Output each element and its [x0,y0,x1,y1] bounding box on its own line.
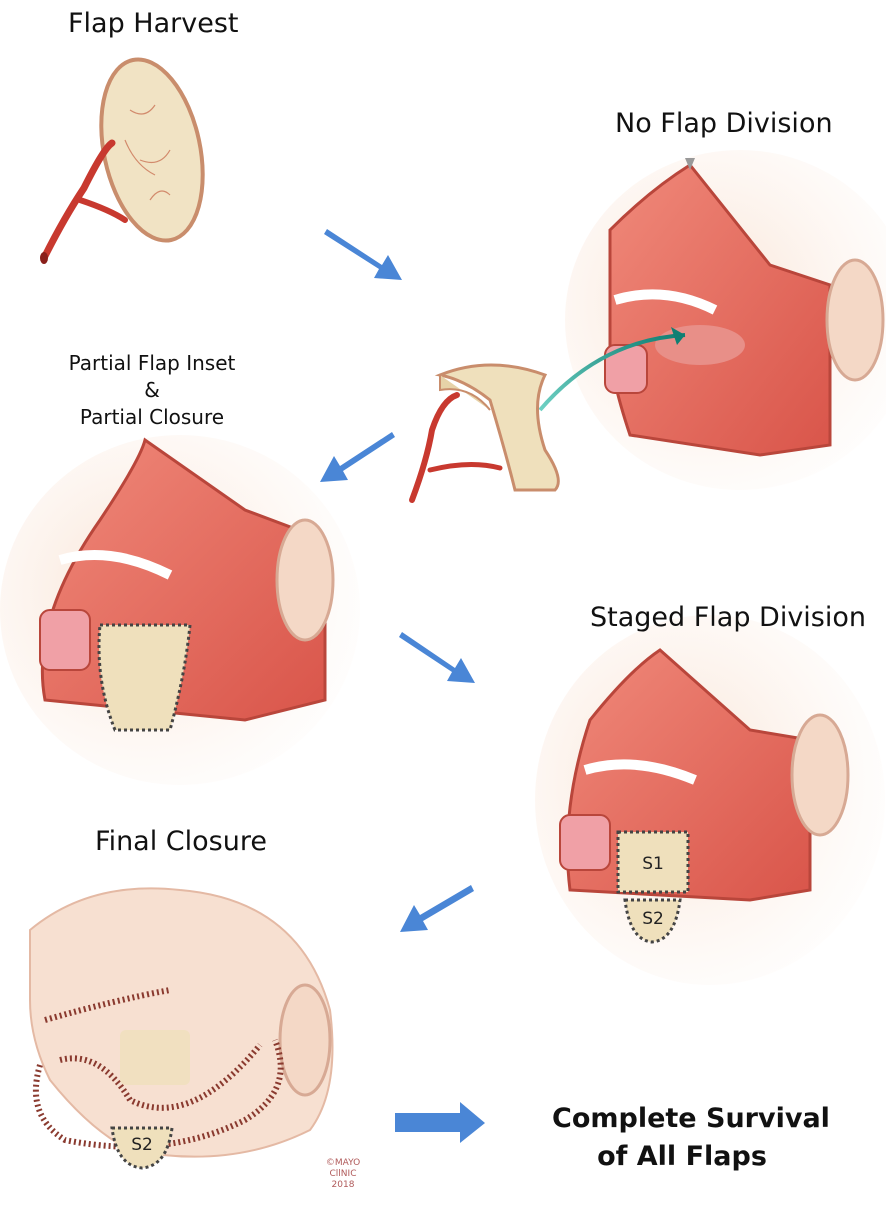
progression-arrows [320,229,485,1143]
face-staged-division-illustration: S1 S2 [535,615,885,985]
face-partial-inset-illustration [0,435,360,785]
copyright-line-2: CllNIC [318,1169,368,1180]
copyright-notice: ©MAYO CllNIC 2018 [318,1158,368,1191]
segment-label-s2-final: S2 [131,1135,153,1155]
face-no-division-illustration [540,150,886,490]
folded-flap-illustration [412,365,558,500]
harvested-flap-illustration [40,50,218,264]
stage-title-staged-flap-division: Staged Flap Division [590,602,866,633]
copyright-line-3: 2018 [318,1180,368,1191]
segment-label-s2: S2 [642,909,664,929]
stage-title-no-flap-division: No Flap Division [615,108,833,139]
outcome-line-1: Complete Survival [552,1100,812,1138]
outcome-text: Complete Survival of All Flaps [552,1100,812,1176]
arrow-left-down-2 [400,885,474,932]
arrow-right-down-1 [324,229,402,280]
arrow-right-down-2 [399,632,475,683]
outcome-line-2: of All Flaps [552,1138,812,1176]
face-final-closure-illustration: S2 [30,888,333,1168]
partial-inset-line-2: & [62,377,242,404]
copyright-line-1: ©MAYO [318,1158,368,1169]
stage-title-partial-inset: Partial Flap Inset & Partial Closure [62,350,242,431]
arrow-left-down-1 [320,432,395,482]
partial-inset-line-3: Partial Closure [62,404,242,431]
stage-title-final-closure: Final Closure [95,826,267,857]
stage-title-flap-harvest: Flap Harvest [68,8,239,39]
partial-inset-line-1: Partial Flap Inset [62,350,242,377]
segment-label-s1: S1 [642,854,664,874]
arrow-right-final [395,1102,485,1143]
